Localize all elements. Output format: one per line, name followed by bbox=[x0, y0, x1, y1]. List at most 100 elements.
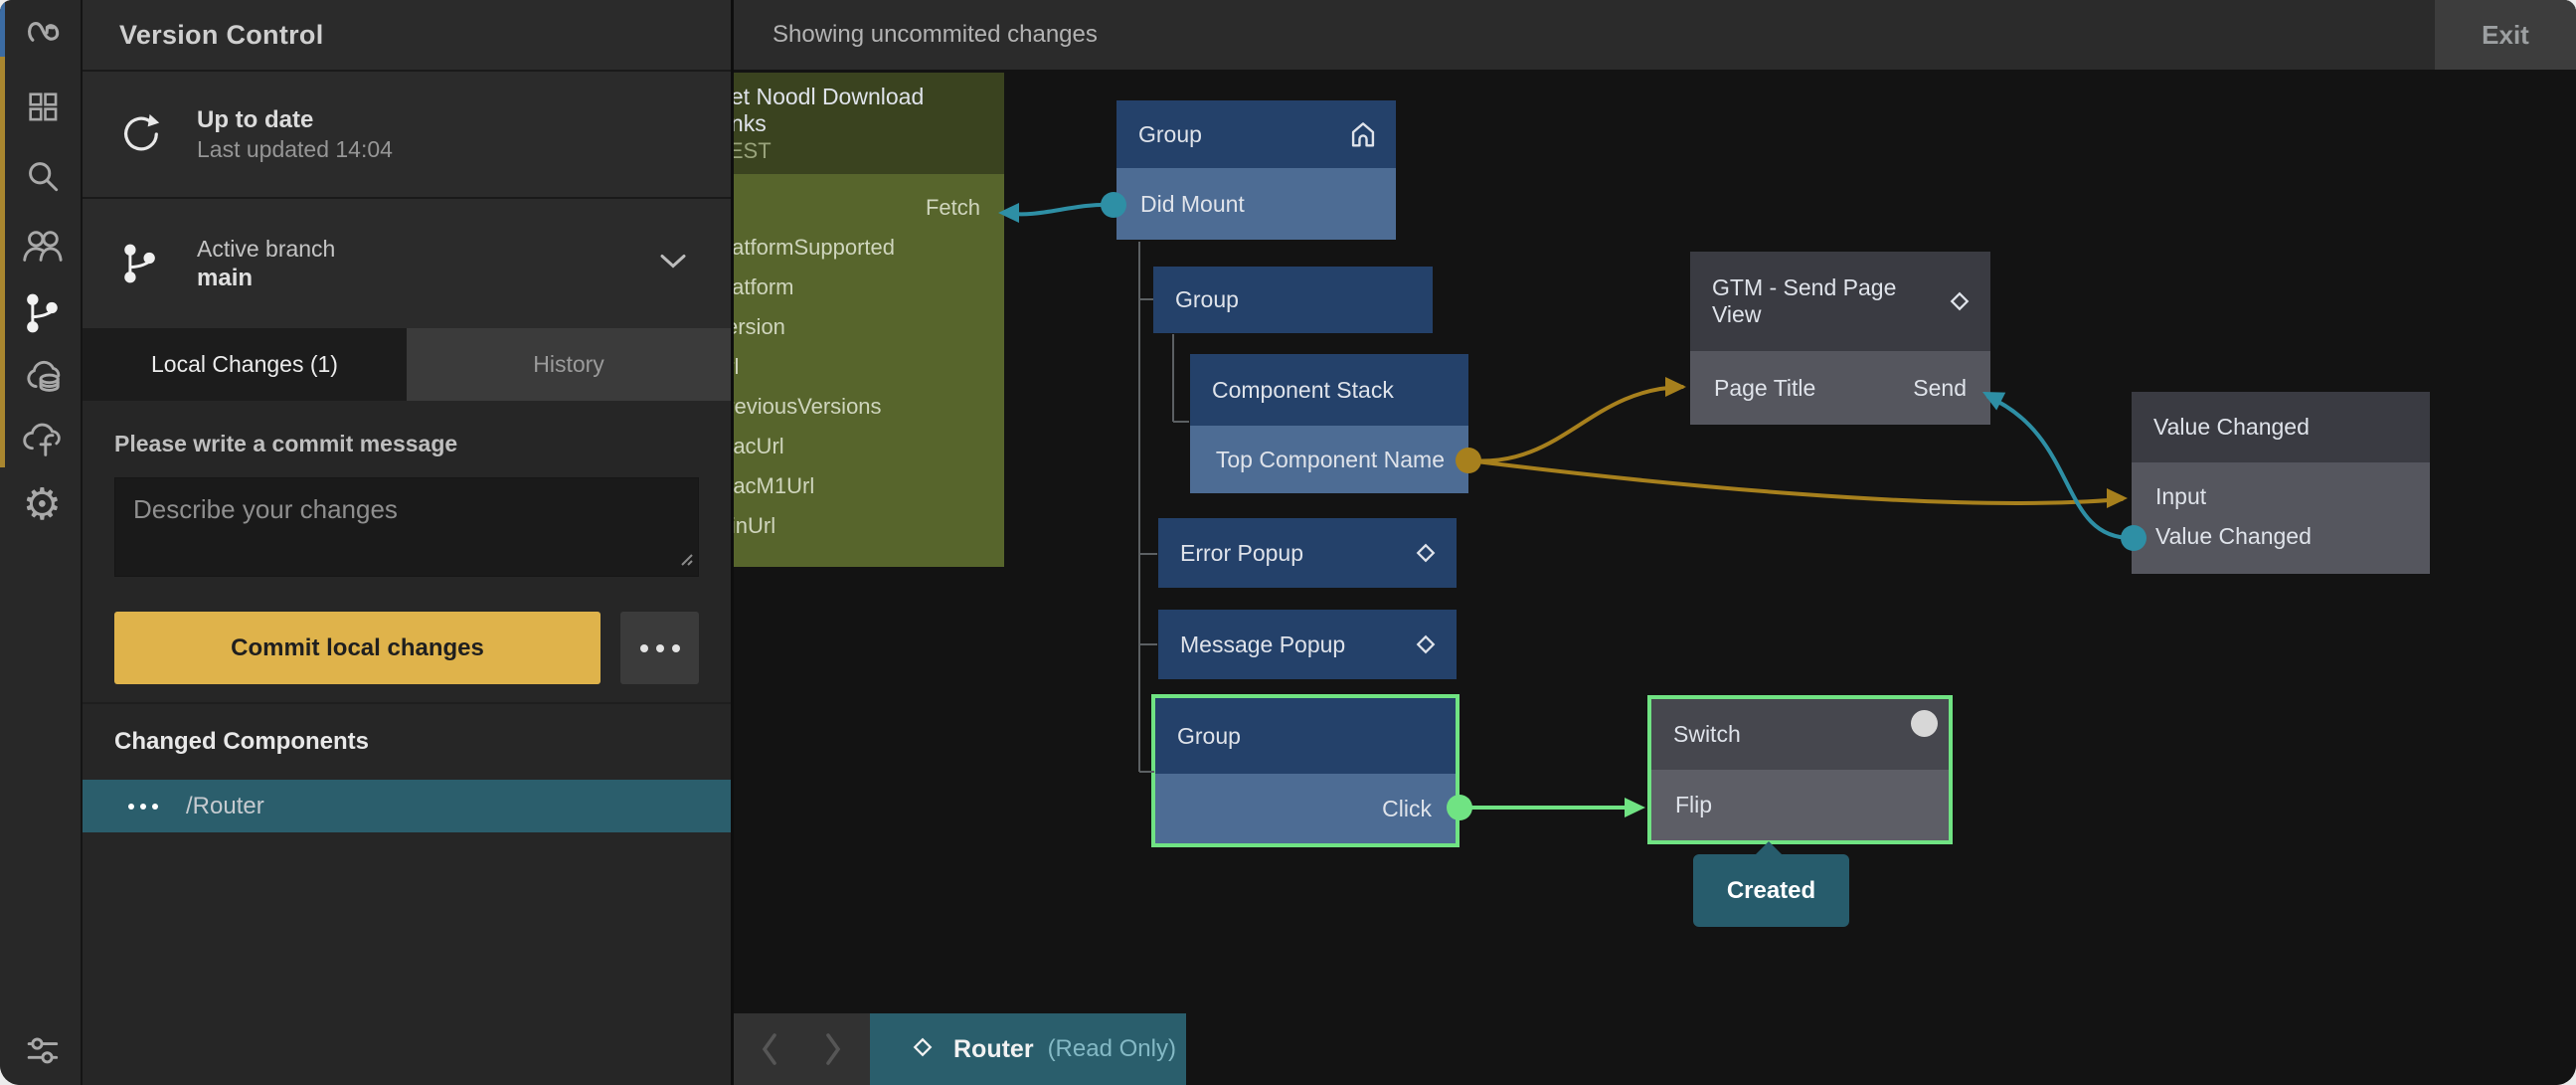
port-label: Fetch bbox=[925, 195, 980, 220]
port-did-mount[interactable]: Did Mount bbox=[1116, 168, 1396, 240]
node-created[interactable]: Created bbox=[1693, 841, 1849, 927]
component-icon bbox=[1411, 538, 1441, 568]
cloud-data-icon[interactable] bbox=[18, 353, 66, 401]
version-control-icon[interactable] bbox=[18, 289, 66, 337]
component-diamond-icon bbox=[908, 1032, 938, 1067]
node-message-popup[interactable]: Message Popup bbox=[1158, 610, 1457, 679]
changed-components-heading: Changed Components bbox=[114, 728, 369, 755]
connections-dot-badge bbox=[1911, 710, 1938, 737]
components-grid-icon[interactable] bbox=[18, 83, 66, 130]
search-icon[interactable] bbox=[18, 152, 66, 200]
commit-more-options-button[interactable] bbox=[620, 612, 699, 684]
node-header[interactable]: Switch bbox=[1651, 699, 1949, 770]
nav-back-button[interactable] bbox=[758, 1030, 783, 1068]
tab-history[interactable]: History bbox=[407, 328, 731, 401]
component-icon bbox=[1945, 286, 1975, 316]
exit-button[interactable]: Exit bbox=[2435, 0, 2576, 70]
node-header[interactable]: Group bbox=[1153, 267, 1433, 333]
node-title: Value Changed bbox=[2153, 414, 2310, 440]
branch-icon bbox=[117, 241, 163, 286]
node-body: Fetch platformSupportedplatform version url… bbox=[733, 174, 1004, 567]
node-header[interactable]: Get Noodl Download LinksREST bbox=[733, 73, 1004, 174]
active-branch-section[interactable]: Active branch main bbox=[83, 199, 731, 328]
port-version[interactable]: version bbox=[733, 307, 1004, 347]
cloud-functions-icon[interactable] bbox=[18, 416, 66, 463]
sync-status-text: Up to date bbox=[197, 105, 314, 133]
router-component-tab[interactable]: Router (Read Only) bbox=[870, 1013, 1186, 1085]
nav-forward-button[interactable] bbox=[819, 1030, 845, 1068]
settings-gear-icon[interactable]: ⚙ bbox=[22, 480, 63, 529]
node-header[interactable]: Group bbox=[1116, 100, 1396, 168]
canvas-topbar: Showing uncommited changes Exit bbox=[733, 0, 2576, 70]
node-header[interactable]: Message Popup bbox=[1158, 610, 1457, 679]
port-macm1url[interactable]: macM1Url bbox=[733, 466, 1004, 506]
refresh-icon[interactable] bbox=[117, 111, 163, 157]
tab-local-changes[interactable]: Local Changes (1) bbox=[83, 328, 407, 401]
sync-status-section: Up to date Last updated 14:04 bbox=[83, 72, 731, 199]
home-icon bbox=[1346, 117, 1380, 151]
port-label: Page Title bbox=[1714, 374, 1816, 401]
node-title: Message Popup bbox=[1180, 631, 1346, 657]
component-dots-icon bbox=[128, 803, 158, 810]
node-title: Group bbox=[1175, 286, 1239, 312]
node-settings-icon[interactable] bbox=[18, 1026, 66, 1074]
port-top-component-name[interactable]: Top Component Name bbox=[1190, 426, 1468, 493]
port-platformsupported[interactable]: platformSupported bbox=[733, 228, 1004, 268]
port-macurl[interactable]: macUrl bbox=[733, 427, 1004, 466]
node-title: Component Stack bbox=[1212, 376, 1394, 403]
node-header[interactable]: Group bbox=[1155, 698, 1456, 774]
node-title: Group bbox=[1138, 120, 1202, 147]
port-label: version bbox=[733, 314, 785, 339]
commit-message-field-wrap bbox=[114, 477, 699, 577]
port-label: Input bbox=[2155, 482, 2207, 509]
port-value-changed[interactable]: Value Changed bbox=[2132, 516, 2430, 556]
node-subtitle: REST bbox=[733, 137, 772, 163]
node-group-child[interactable]: Group bbox=[1153, 267, 1433, 333]
port-label: winUrl bbox=[733, 513, 776, 538]
commit-message-input[interactable] bbox=[115, 478, 698, 576]
port-label: Flip bbox=[1675, 792, 1713, 817]
changed-component-row-router[interactable]: /Router bbox=[83, 780, 731, 832]
node-title: Error Popup bbox=[1180, 539, 1304, 566]
node-header[interactable]: GTM - Send Page View bbox=[1690, 252, 1990, 351]
commit-local-changes-button[interactable]: Commit local changes bbox=[114, 612, 601, 684]
port-winurl[interactable]: winUrl bbox=[733, 506, 1004, 546]
collaboration-icon[interactable] bbox=[18, 223, 66, 271]
chevron-down-icon[interactable] bbox=[659, 253, 687, 275]
node-get-noodl-download-links[interactable]: Get Noodl Download LinksREST Fetch platfor… bbox=[733, 73, 1004, 567]
port-platform[interactable]: platform bbox=[733, 268, 1004, 307]
port-input[interactable]: Input bbox=[2132, 476, 2430, 516]
router-tab-readonly: (Read Only) bbox=[1047, 1035, 1176, 1062]
node-title: GTM - Send Page View bbox=[1712, 274, 1897, 327]
noodl-logo-icon[interactable] bbox=[18, 8, 66, 56]
node-header[interactable]: Value Changed bbox=[2132, 392, 2430, 462]
commit-prompt: Please write a commit message bbox=[114, 431, 458, 456]
commit-block: Please write a commit message Commit loc… bbox=[83, 401, 731, 704]
port-previousversions[interactable]: previousVersions bbox=[733, 387, 1004, 427]
port-click[interactable]: Click bbox=[1155, 774, 1456, 843]
node-header[interactable]: Component Stack bbox=[1190, 354, 1468, 426]
port-label: Did Mount bbox=[1140, 190, 1245, 217]
node-title: Switch bbox=[1673, 721, 1741, 747]
node-title: Get Noodl Download Links bbox=[733, 83, 925, 136]
port-flip[interactable]: Flip bbox=[1651, 770, 1949, 840]
node-graph-canvas[interactable]: Router (Read Only) Get Noodl Download Li… bbox=[733, 70, 2576, 1085]
node-error-popup[interactable]: Error Popup bbox=[1158, 518, 1457, 588]
port-url[interactable]: url bbox=[733, 347, 1004, 387]
port-fetch[interactable]: Fetch bbox=[733, 188, 1004, 228]
uncommitted-changes-status: Showing uncommited changes bbox=[773, 21, 1098, 48]
component-icon bbox=[1411, 630, 1441, 659]
port-label: macM1Url bbox=[733, 473, 815, 498]
node-header[interactable]: Error Popup bbox=[1158, 518, 1457, 588]
local-changes-content: Please write a commit message Commit loc… bbox=[83, 401, 731, 1085]
